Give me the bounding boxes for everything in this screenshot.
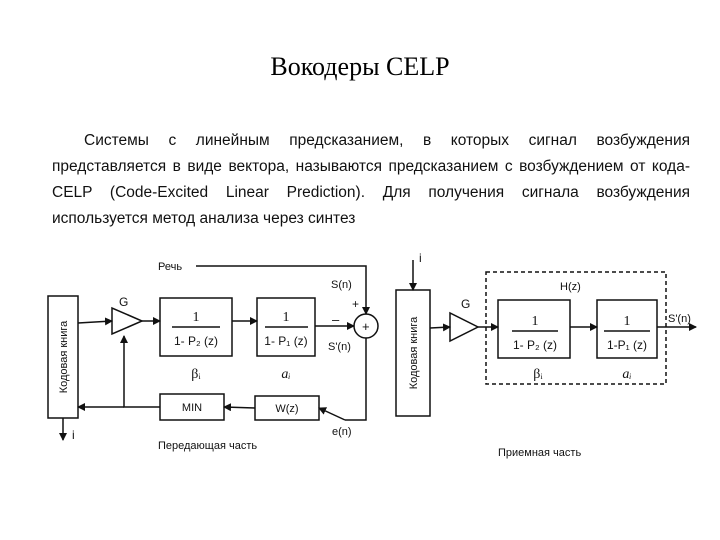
filter-rx-p2-numerator: 1 xyxy=(532,314,539,329)
filter-tx-p1-block xyxy=(256,297,316,357)
filter-tx-p2-block xyxy=(159,297,233,357)
filter-tx-p2-numerator: 1 xyxy=(193,310,200,325)
filter-rx-p2-param: βᵢ xyxy=(533,367,543,382)
speech-label: Речь xyxy=(158,261,182,273)
w-label: W(z) xyxy=(275,403,298,415)
tx-caption: Передающая часть xyxy=(158,440,257,452)
codebook-rx-block xyxy=(395,289,431,417)
output-label: S'(n) xyxy=(668,313,691,325)
codebook-rx-label: Кодовая книга xyxy=(408,316,420,389)
description-paragraph: Системы с линейным предсказанием, в кото… xyxy=(52,132,690,227)
filter-rx-p2-denominator: 1- P₂ (z) xyxy=(513,338,557,352)
min-label: MIN xyxy=(182,402,202,414)
minus-label: – xyxy=(332,312,340,327)
gain-rx-triangle xyxy=(449,311,480,343)
index-top-label: i xyxy=(419,251,422,265)
rx-caption: Приемная часть xyxy=(498,447,581,459)
sn-prime-label: S'(n) xyxy=(328,341,351,353)
page-title: Вокодеры CELP xyxy=(270,52,450,81)
filter-tx-p2-param: βᵢ xyxy=(191,367,201,382)
codebook-tx-label: Кодовая книга xyxy=(58,320,70,393)
filter-tx-p1-numerator: 1 xyxy=(283,310,290,325)
filter-rx-p1-param: aᵢ xyxy=(622,367,631,382)
index-bottom-label: i xyxy=(72,428,75,442)
gain-rx-label: G xyxy=(461,297,470,311)
filter-tx-p1-denominator: 1- P₁ (z) xyxy=(264,334,307,348)
gain-tx-label: G xyxy=(119,295,128,309)
hz-label: H(z) xyxy=(560,281,581,293)
hz-dashed-region xyxy=(485,271,667,385)
filter-rx-p1-numerator: 1 xyxy=(624,314,631,329)
plus-top-label: + xyxy=(352,297,359,311)
plus-circle-label: + xyxy=(362,319,370,334)
filter-tx-p1-param: aᵢ xyxy=(281,367,290,382)
sn-label: S(n) xyxy=(331,279,352,291)
filter-rx-p1-denominator: 1-P₁ (z) xyxy=(607,338,647,352)
en-label: e(n) xyxy=(332,426,352,438)
filter-tx-p2-denominator: 1- P₂ (z) xyxy=(174,334,218,348)
gain-tx-triangle xyxy=(111,306,144,336)
